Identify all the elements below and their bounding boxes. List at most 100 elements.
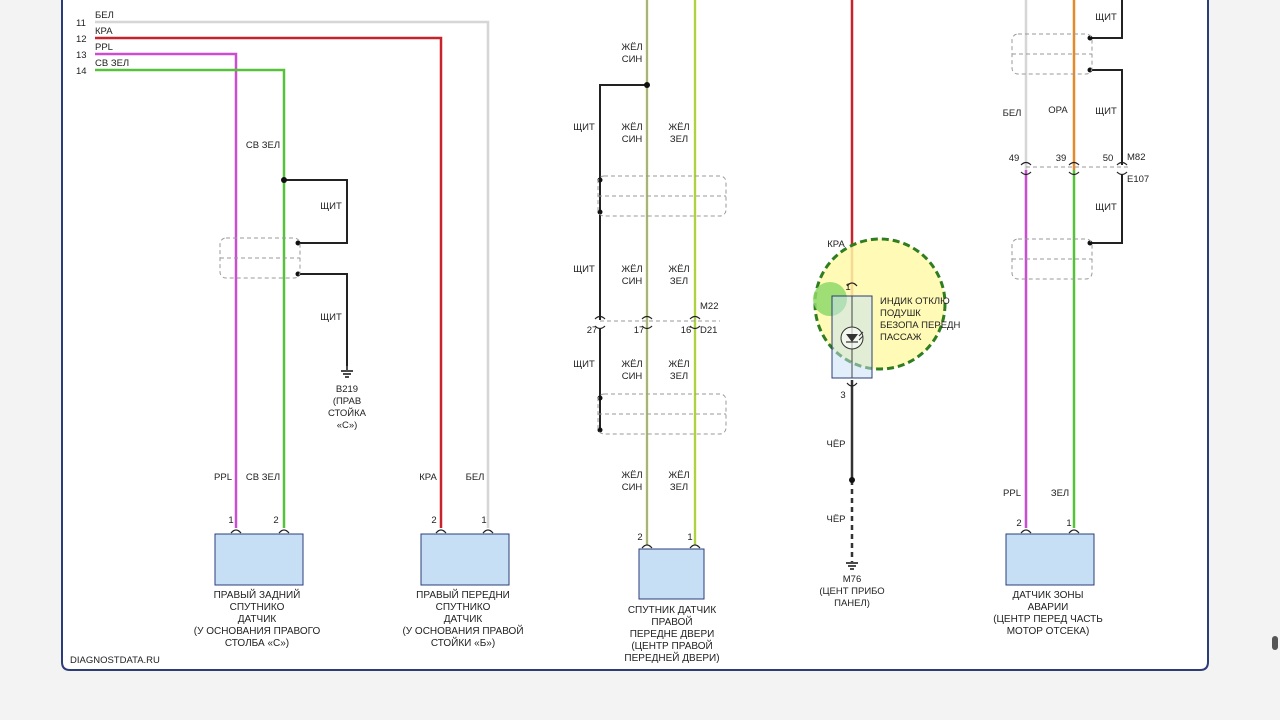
wire-label: ЖЁЛ [621, 122, 642, 133]
wire-label: PPL [1003, 488, 1021, 499]
pin-label: 50 [1103, 153, 1114, 164]
crash-shield-harness-upper [1011, 33, 1093, 75]
indicator-caption: ПОДУШК [880, 308, 921, 319]
wire-label: ЖЁЛ [621, 470, 642, 481]
component-caption: СТОЛБА «С») [225, 638, 289, 649]
wire-label: ЖЁЛ [668, 122, 689, 133]
component-caption: ПЕРЕДНЕ ДВЕРИ [630, 629, 715, 640]
splice-dot [597, 209, 603, 215]
shield-label: ЩИТ [1095, 202, 1117, 213]
crash-zone-sensor-box [1005, 533, 1095, 586]
component-caption: (ЦЕНТР ПЕРЕД ЧАСТЬ [993, 614, 1103, 625]
shield-wire-lower [298, 273, 348, 366]
component-caption: (ЦЕНТР ПРАВОЙ [631, 639, 712, 652]
pin-label: 13 [76, 50, 87, 61]
wire-label: ЖЁЛ [621, 359, 642, 370]
wire-label: ЖЁЛ [668, 359, 689, 370]
wire-red [95, 36, 443, 528]
pin-label: 1 [687, 532, 692, 543]
crash-shield-harness-lower [1011, 238, 1093, 280]
ground-label: СТОЙКА [328, 407, 367, 419]
wire-label: ОРА [1048, 105, 1068, 116]
indicator-pin-terminal [846, 382, 858, 387]
ground-label: (ЦЕНТ ПРИБО [819, 586, 884, 597]
pin-label: 1 [228, 515, 233, 526]
wire-label: СИН [622, 54, 643, 65]
shield-label: ЩИТ [1095, 12, 1117, 23]
wire-white [95, 20, 490, 528]
crash-shield-top [1090, 0, 1123, 39]
wire-label: ЧЁР [826, 439, 845, 450]
shield-label: ЩИТ [573, 264, 595, 275]
wire-label: СИН [622, 276, 643, 287]
wire-label: ЖЁЛ [621, 42, 642, 53]
door-shield-wire-upper [599, 84, 647, 320]
component-caption: ПРАВОЙ [651, 615, 692, 628]
ground-b219-icon [341, 366, 353, 378]
pin-label: 27 [587, 325, 598, 336]
wire-label: СИН [622, 482, 643, 493]
crash-shield-mid [1090, 69, 1123, 165]
pin-label: 49 [1009, 153, 1020, 164]
wire-label: БЕЛ [95, 10, 114, 21]
pin-label: 1 [481, 515, 486, 526]
wire-label: ЖЁЛ [668, 470, 689, 481]
pin-label: 3 [840, 390, 845, 401]
wire-label: PPL [95, 42, 113, 53]
front-satellite-sensor-box [420, 533, 510, 586]
shield-wire-upper [284, 179, 348, 244]
door-shield-harness-upper [597, 175, 727, 217]
component-caption: (У ОСНОВАНИЯ ПРАВОЙ [402, 624, 523, 637]
shield-harness [219, 237, 301, 279]
shield-label: ЩИТ [573, 359, 595, 370]
splice-dot [281, 177, 287, 183]
wire-label: КРА [95, 26, 113, 37]
wire-label: КРА [827, 239, 845, 250]
ground-label: ПАНЕЛ) [834, 598, 870, 609]
pin-label: 12 [76, 34, 87, 45]
wire-label: ЗЕЛ [670, 371, 688, 382]
pin-label: 17 [634, 325, 645, 336]
component-caption: ПРАВЫЙ ЗАДНИЙ [214, 588, 301, 601]
indicator-caption: ПАССАЖ [880, 332, 922, 343]
wire-label: СВ ЗЕЛ [246, 472, 280, 483]
pin-label: 1 [1066, 518, 1071, 529]
wire-label: PPL [214, 472, 232, 483]
splice-dot [597, 427, 603, 433]
splice-dot [1087, 240, 1093, 246]
connector-m82-e107-pins [1020, 161, 1128, 176]
connector-m22-d21-pins [594, 315, 701, 330]
diagram-panel [61, 0, 1209, 671]
component-caption: ПЕРЕДНЕЙ ДВЕРИ) [624, 651, 719, 664]
indicator-caption: ИНДИК ОТКЛЮ [880, 296, 950, 307]
component-caption: МОТОР ОТСЕКА) [1007, 626, 1090, 637]
component-caption: СТОЙКИ «Б») [431, 636, 495, 649]
shield-label: ЩИТ [1095, 106, 1117, 117]
pin-label: 2 [1016, 518, 1021, 529]
component-caption: СПУТНИКО [436, 602, 491, 613]
shield-label: ЩИТ [573, 122, 595, 133]
ground-m76-icon [846, 562, 858, 570]
component-caption: ДАТЧИК ЗОНЫ [1012, 590, 1083, 601]
pin-terminals [230, 529, 1080, 549]
pin-label: 1 [845, 282, 850, 293]
splice-dot [849, 477, 855, 483]
pin-label: 2 [273, 515, 278, 526]
component-caption: АВАРИИ [1028, 602, 1069, 613]
wire-label: ЖЁЛ [668, 264, 689, 275]
wire-label: ЗЕЛ [670, 276, 688, 287]
rear-satellite-sensor-box [214, 533, 304, 586]
scrollbar-thumb[interactable] [1272, 636, 1278, 650]
ground-label: M76 [843, 574, 861, 585]
shield-label: ЩИТ [320, 312, 342, 323]
wire-label: ЧЁР [826, 514, 845, 525]
wire-label: СВ ЗЕЛ [246, 140, 280, 151]
pin-label: 2 [431, 515, 436, 526]
pin-label: 11 [76, 18, 86, 29]
pin-label: 2 [637, 532, 642, 543]
indicator-caption: БЕЗОПА ПЕРЕДН [880, 320, 960, 331]
indicator-pin-terminal [846, 282, 858, 287]
wire-label: КРА [419, 472, 437, 483]
